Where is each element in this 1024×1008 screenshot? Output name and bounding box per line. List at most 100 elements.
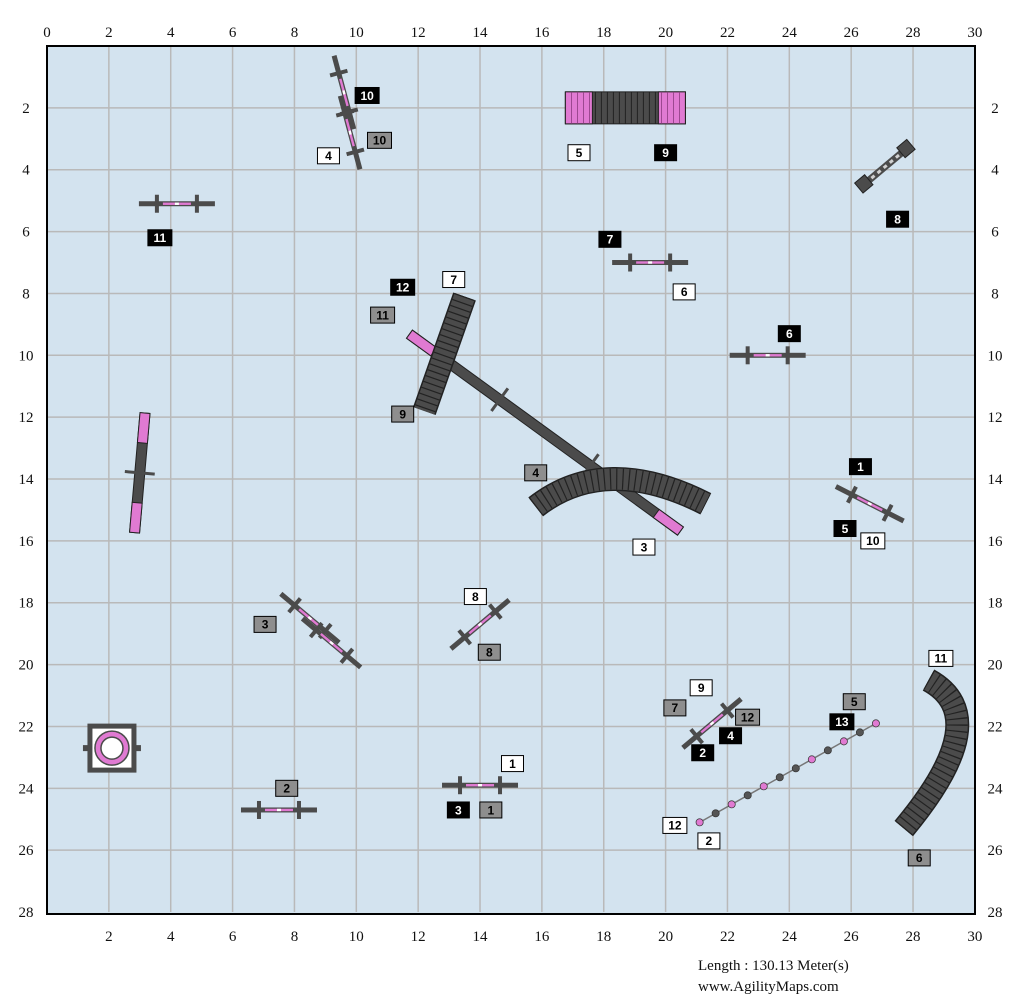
axis-label-bottom: 10: [349, 929, 364, 945]
label-number: 1: [488, 803, 495, 817]
label-white: 4: [316, 147, 340, 165]
label-number: 7: [450, 273, 457, 287]
axis-label-right: 24: [988, 781, 1004, 797]
axis-label-left: 16: [19, 534, 35, 550]
label-number: 4: [325, 149, 332, 163]
label-white: 11: [928, 649, 954, 667]
label-number: 2: [706, 834, 713, 848]
axis-label-right: 12: [988, 410, 1003, 426]
axis-label-bottom: 18: [596, 929, 611, 945]
label-white: 3: [632, 538, 656, 556]
label-white: 5: [567, 144, 591, 162]
axis-label-left: 4: [22, 163, 30, 179]
label-black: 6: [777, 325, 801, 343]
label-number: 6: [916, 851, 923, 865]
label-white: 6: [672, 283, 696, 301]
axis-label-top: 10: [349, 25, 364, 41]
axis-label-right: 14: [988, 472, 1004, 488]
axis-label-right: 6: [991, 225, 999, 241]
label-white: 1: [500, 755, 524, 773]
label-number: 11: [376, 308, 389, 322]
axis-label-left: 20: [19, 658, 34, 674]
label-black: 12: [390, 278, 416, 296]
axis-label-top: 24: [782, 25, 798, 41]
jump: [335, 95, 365, 170]
label-number: 7: [607, 233, 614, 247]
axis-label-bottom: 12: [411, 929, 426, 945]
label-black: 9: [654, 144, 678, 162]
axis-label-right: 16: [988, 534, 1004, 550]
jump: [449, 598, 511, 651]
tunnel: [528, 467, 712, 517]
table: [853, 138, 916, 194]
jump: [442, 776, 519, 795]
axis-label-right: 10: [988, 348, 1003, 364]
label-number: 8: [472, 590, 479, 604]
label-gray: 11: [370, 306, 396, 324]
label-white: 9: [689, 679, 713, 697]
label-number: 10: [866, 534, 880, 548]
label-number: 4: [532, 466, 539, 480]
label-number: 13: [835, 715, 849, 729]
label-gray: 1: [479, 801, 503, 819]
axis-label-right: 18: [988, 596, 1003, 612]
label-number: 10: [373, 134, 387, 148]
axis-label-top: 6: [229, 25, 237, 41]
jump: [834, 484, 905, 524]
jump: [612, 253, 689, 272]
label-number: 5: [576, 146, 583, 160]
label-number: 5: [842, 522, 849, 536]
label-gray: 7: [663, 699, 687, 717]
axis-label-left: 22: [19, 719, 34, 735]
axis-label-top: 28: [906, 25, 921, 41]
jump: [138, 194, 215, 213]
axis-label-right: 26: [988, 843, 1004, 859]
axis-label-left: 18: [19, 596, 34, 612]
axis-label-left: 12: [19, 410, 34, 426]
axis-label-top: 0: [43, 25, 51, 41]
axis-label-top: 14: [473, 25, 489, 41]
axis-label-left: 8: [22, 286, 30, 302]
label-black: 7: [598, 230, 622, 248]
weave-poles: [695, 719, 880, 827]
axis-label-bottom: 16: [534, 929, 550, 945]
label-number: 7: [672, 701, 679, 715]
label-number: 6: [786, 327, 793, 341]
tunnel: [894, 669, 970, 837]
axis-label-top: 26: [844, 25, 860, 41]
axis-label-top: 16: [534, 25, 550, 41]
label-number: 12: [668, 819, 682, 833]
label-number: 12: [396, 281, 410, 295]
label-white: 12: [662, 816, 688, 834]
axis-label-right: 8: [991, 286, 999, 302]
axis-label-left: 26: [19, 843, 35, 859]
label-number: 6: [681, 285, 688, 299]
axis-label-left: 10: [19, 348, 34, 364]
label-black: 10: [354, 86, 380, 104]
axis-label-right: 20: [988, 658, 1003, 674]
label-number: 10: [360, 89, 374, 103]
axis-label-top: 22: [720, 25, 735, 41]
label-gray: 4: [524, 464, 548, 482]
label-white: 2: [697, 832, 721, 850]
label-black: 1: [848, 458, 872, 476]
label-black: 3: [446, 801, 470, 819]
label-number: 2: [283, 782, 290, 796]
label-number: 5: [851, 695, 858, 709]
axis-label-bottom: 22: [720, 929, 735, 945]
label-gray: 8: [477, 643, 501, 661]
jump: [300, 616, 363, 670]
axis-label-left: 14: [19, 472, 35, 488]
label-black: 13: [829, 713, 855, 731]
axis-label-bottom: 6: [229, 929, 237, 945]
axis-label-left: 2: [22, 101, 30, 117]
label-number: 9: [399, 407, 406, 421]
axis-label-bottom: 20: [658, 929, 673, 945]
jump: [240, 800, 317, 819]
label-gray: 12: [735, 708, 761, 726]
site-credit-text: www.AgilityMaps.com: [698, 979, 839, 995]
axis-label-bottom: 26: [844, 929, 860, 945]
label-black: 8: [886, 210, 910, 228]
label-gray: 3: [253, 615, 277, 633]
